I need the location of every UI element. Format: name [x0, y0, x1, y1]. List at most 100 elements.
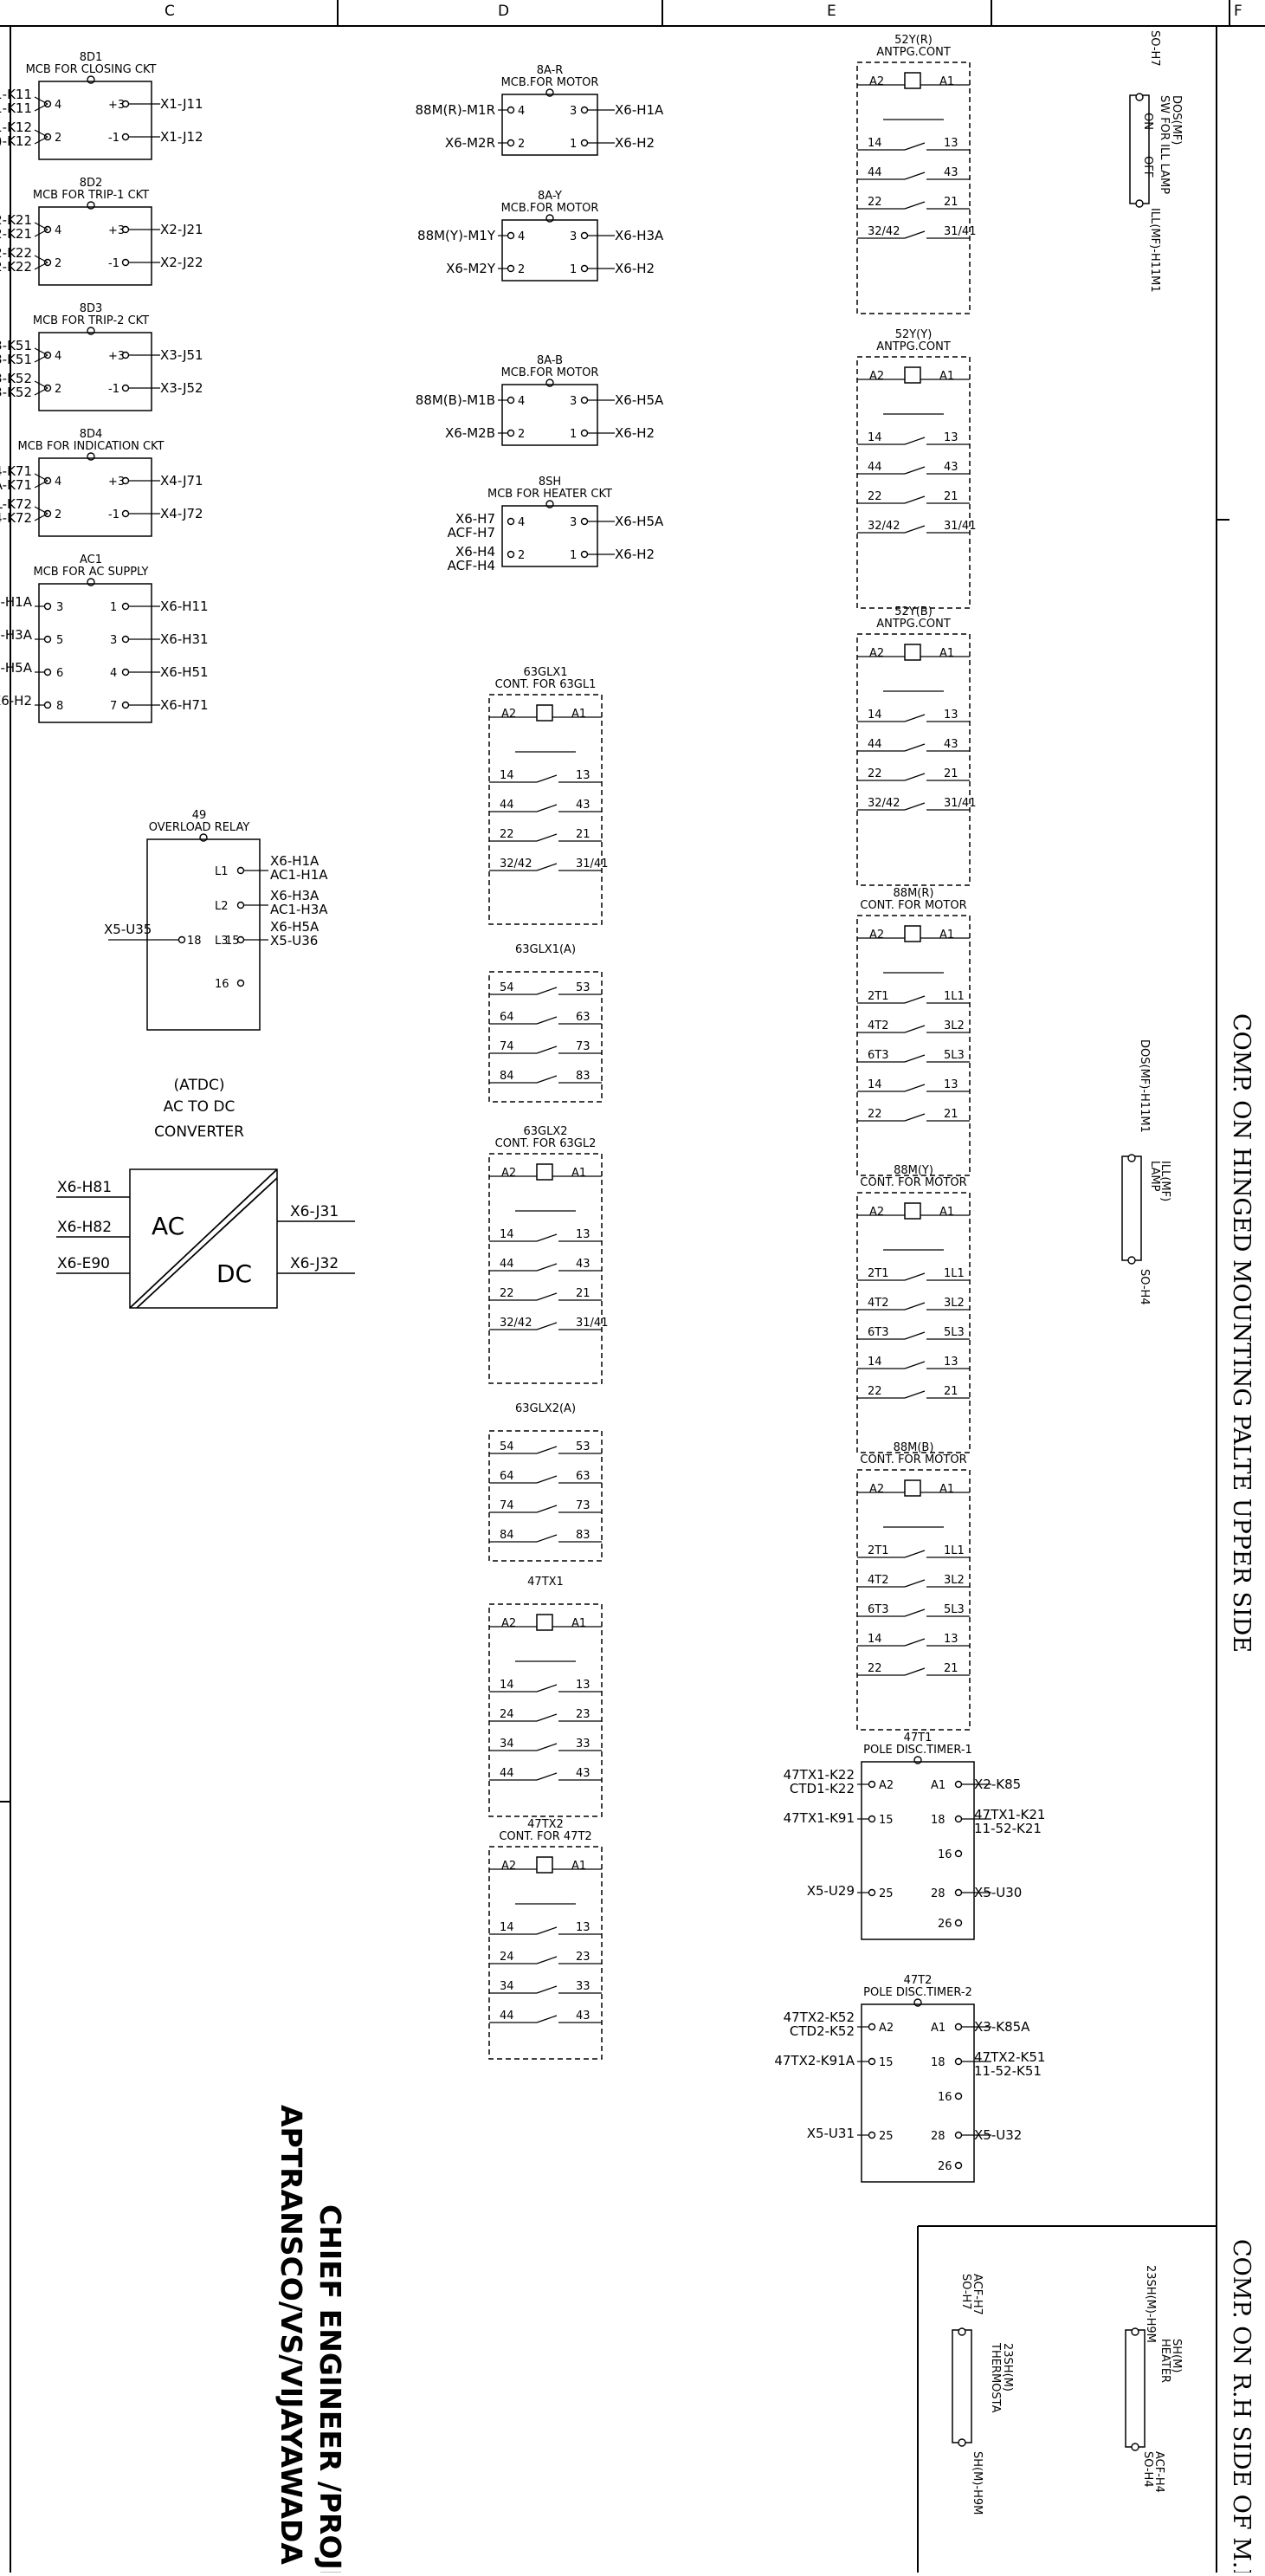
pin: 53 [576, 981, 591, 994]
pin: 28 [931, 2130, 946, 2143]
contactor-subtitle: CONT. FOR MOTOR [860, 899, 966, 912]
pin: 74 [500, 1499, 514, 1512]
contactor-subtitle: ANTPG.CONT [876, 46, 951, 59]
pin: 4 [55, 99, 61, 112]
pin: 25 [879, 2130, 894, 2143]
rh-side-label: COMP. ON R.H SIDE OF M.BOX [1228, 2239, 1255, 2573]
pin: 1L1 [944, 1544, 965, 1557]
pin: 3 [56, 601, 63, 614]
wire-label: X1-J12 [160, 129, 203, 145]
wire-label: CTD1-K22 [790, 1781, 855, 1796]
converter-title: CONVERTER [154, 1123, 244, 1141]
contactor-title: 63GLX2(A) [515, 1402, 576, 1415]
wire-label: X6-H3A [615, 228, 664, 243]
pin: A1 [939, 370, 954, 383]
pin: 2T1 [868, 1267, 888, 1280]
converter-output: X6-J32 [290, 1255, 339, 1272]
wire-label: X3-K85A [974, 2019, 1030, 2035]
pin: 22 [500, 828, 514, 841]
pin: 73 [576, 1040, 591, 1053]
pin: 84 [500, 1070, 514, 1083]
wire-label: BL-K72 [0, 496, 32, 512]
pin: 21 [944, 1662, 958, 1675]
pin: 14 [868, 1356, 882, 1369]
dc-label: DC [216, 1259, 252, 1288]
heater-subtitle: HEATER [1159, 2339, 1171, 2383]
pin: 21 [576, 828, 591, 841]
pin: 44 [868, 166, 882, 179]
pin: A2 [501, 708, 516, 721]
chief-engineer-line2: APTRANSCO/VS/VIJAYAWADA [274, 2105, 308, 2565]
pin: 14 [868, 1633, 882, 1646]
wire-label: X6-H5A [0, 660, 33, 676]
wire-label: AC1-H1A [270, 867, 328, 883]
relay-subtitle: OVERLOAD RELAY [149, 821, 250, 834]
mcb-subtitle: MCB.FOR MOTOR [501, 366, 599, 379]
wire-label: 88M(B)-M1B [416, 392, 495, 408]
heater-title: SH(M) [1170, 2339, 1183, 2372]
pin: 13 [576, 1228, 591, 1241]
dos-subtitle: SW FOR ILL LAMP [1158, 95, 1171, 194]
pin: 1 [570, 549, 577, 562]
contactor-title: 63GLX1(A) [515, 943, 576, 956]
pin: 21 [944, 1385, 958, 1398]
pin: 13 [576, 1921, 591, 1934]
pin: 1 [570, 428, 577, 441]
pin: 13 [944, 431, 958, 444]
pin: L2 [215, 900, 229, 913]
pin: 22 [868, 1662, 882, 1675]
wire-label: X6-M2B [445, 425, 495, 441]
mcb-subtitle: MCB FOR TRIP-1 CKT [33, 189, 149, 202]
wire-label: X6-M2R [445, 135, 495, 151]
pin: 4T2 [868, 1019, 888, 1032]
pin: 14 [868, 137, 882, 150]
pin: 2 [55, 257, 61, 270]
wire-label: X6-H5A [270, 919, 319, 935]
wire-label: 49-H3A [0, 627, 33, 643]
wire-label: X5-U35 [104, 922, 152, 937]
pin: 23 [576, 1708, 591, 1721]
converter-title: (ATDC) [174, 1077, 225, 1094]
pin: 43 [576, 799, 591, 812]
pin: 21 [944, 196, 958, 209]
pin: 44 [500, 799, 514, 812]
pin: 32/42 [500, 1317, 532, 1330]
pin: +3 [108, 476, 125, 489]
pin: 18 [187, 935, 202, 948]
mcb-title: 8D4 [80, 428, 103, 441]
timer-title: 47T2 [904, 1974, 933, 1987]
wire-label: X6-H2 [615, 261, 655, 276]
pin: 43 [576, 2010, 591, 2023]
pin: 32/42 [868, 225, 900, 238]
wire-label: DCC3-K51 [0, 352, 32, 367]
pin: 32/42 [868, 520, 900, 533]
ac-label: AC [152, 1212, 184, 1240]
pin: 44 [500, 2010, 514, 2023]
wire-label: X6-H2 [615, 135, 655, 151]
wire-label: 88M1(R)-A-K71 [0, 477, 32, 493]
pin: 73 [576, 1499, 591, 1512]
pin: 2 [518, 138, 525, 151]
pin: A2 [501, 1617, 516, 1630]
pin: 43 [576, 1258, 591, 1271]
dos-title: DOS(MF) [1170, 95, 1183, 145]
pin: L3 [215, 935, 229, 948]
contactor-title: 52Y(Y) [895, 328, 933, 341]
wire-label: X6-H1A [270, 853, 319, 869]
wire-label: X3-J51 [160, 347, 203, 363]
col-f: F [1234, 3, 1242, 20]
relay-title: 49 [192, 809, 207, 822]
pin: A2 [879, 1779, 894, 1792]
pin: 33 [576, 1738, 591, 1751]
pin: 64 [500, 1470, 514, 1483]
